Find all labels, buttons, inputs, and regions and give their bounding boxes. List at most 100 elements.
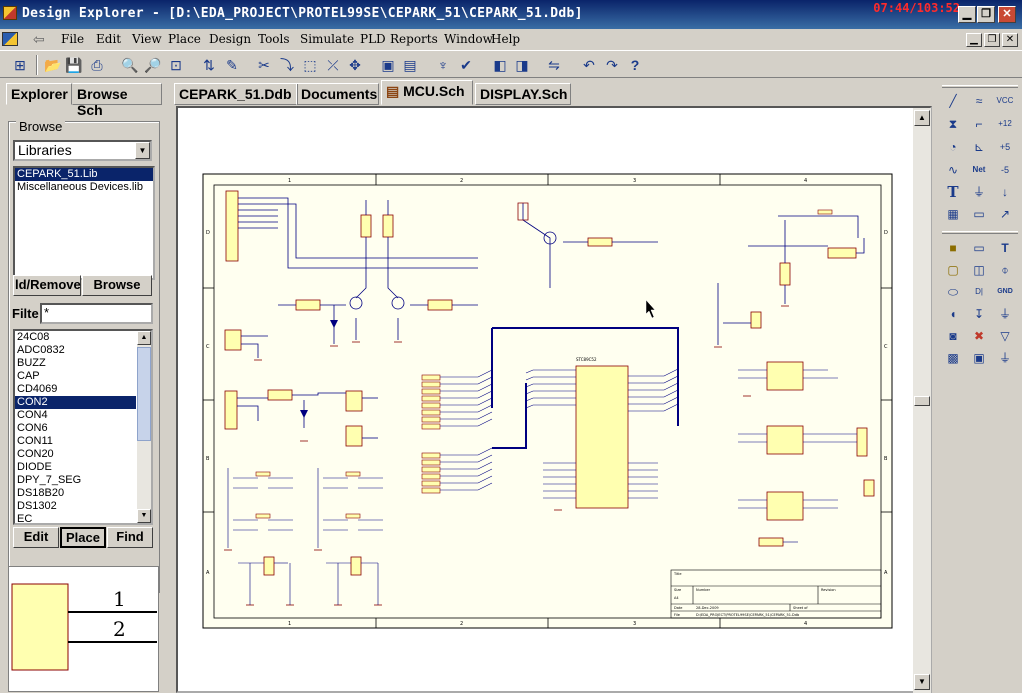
port-tool-icon[interactable]: ▭ [973, 207, 985, 221]
sheet-symbol-icon[interactable]: ▭ [973, 241, 985, 255]
scroll-down-icon[interactable]: ▼ [137, 509, 151, 523]
mdi-minimize-button[interactable]: ▁ [966, 33, 982, 47]
menu-tools[interactable]: Tools [258, 32, 290, 46]
palette-grip[interactable] [942, 85, 1018, 88]
list-item[interactable]: CON6 [17, 422, 48, 434]
image-tool-icon[interactable]: ◙ [949, 329, 957, 343]
scroll-up-icon[interactable]: ▲ [137, 331, 151, 345]
wave-port-icon[interactable]: ↗ [999, 207, 1011, 221]
wiring-tools-icon[interactable]: ⇋ [548, 57, 560, 73]
find-button[interactable]: Find [107, 527, 153, 548]
line-tool-icon[interactable]: ╱ [949, 94, 957, 108]
signal-ground-icon[interactable]: ⏚ [998, 307, 1011, 321]
drawing-tools-icon[interactable]: ◨ [515, 57, 529, 73]
pie-tool-icon[interactable]: ◖ [949, 307, 957, 321]
resistor-arrays[interactable] [421, 374, 441, 494]
cut-icon[interactable]: ✂ [258, 57, 270, 73]
cross-probe-icon[interactable]: ✎ [226, 57, 238, 73]
list-item[interactable]: 24C08 [17, 331, 50, 343]
deselect-icon[interactable]: ⤫ [327, 57, 339, 73]
text-tool-icon[interactable]: T [947, 183, 959, 201]
schematic-workspace[interactable]: 1 2 3 4 1 2 3 4 D C B A D C B A [176, 106, 932, 693]
browse-button[interactable]: Browse [82, 275, 152, 296]
arrow-port-icon[interactable]: ↓ [1002, 185, 1008, 199]
table-tool-icon[interactable]: ▦ [947, 207, 959, 221]
redo-icon[interactable]: ↷ [606, 57, 618, 73]
menu-design[interactable]: Design [209, 32, 252, 46]
bus-tool-icon[interactable]: ≈ [975, 94, 983, 108]
chevron-down-icon[interactable]: ▼ [135, 142, 150, 159]
junction-tool-icon[interactable]: ⊾ [973, 140, 985, 154]
circle-port-icon[interactable]: ⌽ [1001, 263, 1009, 277]
tab-browse-sch[interactable]: Browse Sch [72, 83, 162, 118]
move-icon[interactable]: ✥ [349, 57, 361, 73]
arc-tool-icon[interactable]: ◔ [949, 140, 957, 154]
list-item[interactable]: CEPARK_51.Lib [15, 168, 153, 181]
plus5-port-icon[interactable]: +5 [999, 142, 1011, 152]
title-bar[interactable]: Design Explorer - [D:\EDA_PROJECT\PROTEL… [0, 0, 1022, 29]
menu-reports[interactable]: Reports [390, 32, 438, 46]
list-item[interactable]: CON4 [17, 409, 48, 421]
hierarchy-icon[interactable]: ⇅ [203, 57, 215, 73]
list-item[interactable]: CON11 [17, 435, 53, 447]
print-icon[interactable]: ⎙ [91, 57, 103, 73]
schematic-sheet[interactable]: 1 2 3 4 1 2 3 4 D C B A D C B A [178, 108, 930, 691]
menu-help[interactable]: Help [491, 32, 521, 46]
scroll-thumb[interactable] [137, 347, 151, 441]
list-item[interactable]: DS1302 [17, 500, 57, 512]
save-icon[interactable]: 💾 [65, 57, 83, 73]
tee-port-icon[interactable]: T [1001, 241, 1009, 255]
paste-icon[interactable]: ⤵ [280, 57, 294, 73]
list-item[interactable]: BUZZ [17, 357, 46, 369]
list-item[interactable]: ADC0832 [17, 344, 65, 356]
menu-pld[interactable]: PLD [360, 32, 386, 46]
scroll-up-icon[interactable]: ▲ [914, 110, 930, 126]
annotate-icon[interactable]: ✔ [460, 57, 472, 73]
round-rect-tool-icon[interactable]: ▢ [947, 263, 959, 277]
browse-type-select[interactable]: Libraries ▼ [13, 140, 152, 161]
component-list-scrollbar[interactable]: ▲ ▼ [137, 331, 151, 523]
triangle-port-icon[interactable]: ▽ [1000, 329, 1010, 343]
hourglass-tool-icon[interactable]: ⧗ [948, 117, 958, 131]
close-button[interactable]: ✕ [998, 6, 1016, 23]
ellipse-tool-icon[interactable]: ⬭ [947, 285, 959, 299]
pcb-layout-icon[interactable]: ▣ [973, 351, 985, 365]
menu-window[interactable]: Window [444, 32, 493, 46]
open-folder-icon[interactable]: 📂 [44, 57, 62, 73]
keypad-switches[interactable] [255, 209, 833, 519]
minus5-port-icon[interactable]: -5 [1000, 165, 1009, 175]
power-port-icon[interactable]: ⏚ [972, 185, 985, 199]
tab-explorer[interactable]: Explorer [6, 83, 72, 105]
sheet-entry-icon[interactable]: ◫ [973, 263, 985, 277]
list-item[interactable]: DS18B20 [17, 487, 65, 499]
workspace-vertical-scrollbar[interactable]: ▲ ▼ [913, 108, 931, 693]
menu-file[interactable]: File [61, 32, 85, 46]
plus12-port-icon[interactable]: +12 [998, 119, 1012, 128]
list-item[interactable]: Miscellaneous Devices.lib [17, 181, 143, 193]
mdi-close-button[interactable]: ✕ [1002, 33, 1018, 47]
filter-input[interactable]: * [40, 303, 153, 324]
list-item[interactable]: CD4069 [17, 383, 58, 395]
list-item[interactable]: DPY_7_SEG [17, 474, 82, 486]
tab-display-sch[interactable]: DISPLAY.Sch [475, 83, 571, 105]
library-icon[interactable]: ▣ [381, 57, 395, 73]
scroll-down-icon[interactable]: ▼ [914, 674, 930, 690]
rectangle-tool-icon[interactable]: ■ [949, 241, 957, 255]
zoom-in-icon[interactable]: 🔍 [121, 57, 139, 73]
earth-port-icon[interactable]: ⏚ [998, 351, 1011, 365]
maximize-button[interactable]: ❐ [977, 6, 995, 23]
schematic-components[interactable] [224, 190, 875, 576]
select-area-icon[interactable]: ⬚ [303, 57, 317, 73]
component-list[interactable]: 24C08 ADC0832 BUZZ CAP CD4069 CON2 CON4 … [13, 329, 153, 525]
mdi-restore-button[interactable]: ❐ [984, 33, 1000, 47]
zoom-fit-icon[interactable]: ⊡ [170, 57, 182, 73]
gnd-port-icon[interactable]: GND [997, 288, 1013, 295]
list-item[interactable]: CAP [17, 370, 40, 382]
menu-simulate[interactable]: Simulate [300, 32, 355, 46]
netlabel-tool-icon[interactable]: Net [972, 165, 986, 174]
increment-part-icon[interactable]: ♆ [437, 57, 449, 73]
design-manager-icon[interactable]: ⊞ [14, 57, 26, 73]
bezier-tool-icon[interactable]: ∿ [947, 163, 959, 177]
menu-view[interactable]: View [132, 32, 162, 46]
tab-cepark-ddb[interactable]: CEPARK_51.Ddb [174, 83, 298, 105]
